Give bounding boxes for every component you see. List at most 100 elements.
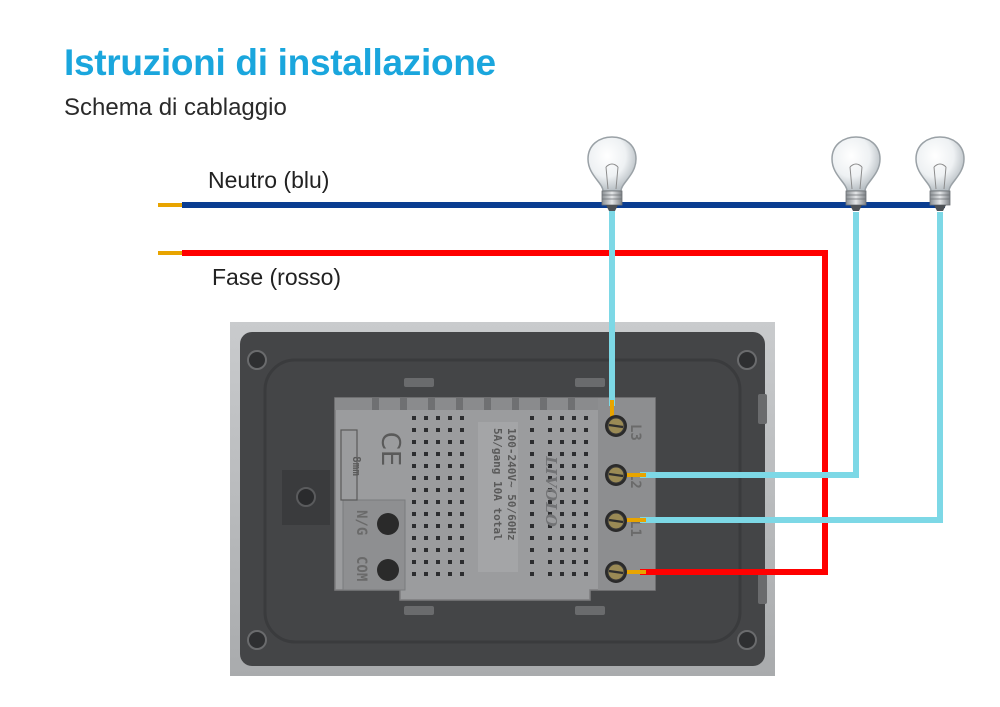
screw-terminal-icon — [603, 559, 629, 585]
screw-terminal-icon — [603, 508, 629, 534]
light-bulb-icon — [915, 136, 965, 212]
vent-hole — [572, 428, 576, 432]
vent-hole — [448, 500, 452, 504]
vent-hole — [584, 560, 588, 564]
light-bulb-icon — [587, 136, 637, 212]
terminal-label-l1: L1 — [627, 520, 643, 537]
vent-hole — [412, 452, 416, 456]
vent-hole — [548, 488, 552, 492]
ce-mark: CE — [375, 432, 405, 467]
vent-hole — [572, 572, 576, 576]
vent-hole — [436, 416, 440, 420]
vent-hole — [448, 416, 452, 420]
vent-hole — [560, 452, 564, 456]
phase-wire-label: Fase (rosso) — [212, 264, 341, 290]
vent-hole — [572, 548, 576, 552]
brand-logo: LIVOLO — [542, 455, 560, 528]
vent-hole — [412, 572, 416, 576]
ce-mark-icon: CE — [375, 432, 405, 467]
vent-hole — [530, 524, 534, 528]
strip-gauge-label: 8mm — [350, 456, 363, 476]
vent-hole — [584, 416, 588, 420]
vent-hole — [424, 428, 428, 432]
vent-hole — [436, 428, 440, 432]
vent-hole — [560, 524, 564, 528]
vent-hole — [572, 440, 576, 444]
vent-hole — [572, 488, 576, 492]
vent-hole — [584, 524, 588, 528]
vent-hole — [460, 440, 464, 444]
vent-hole — [530, 464, 534, 468]
vent-hole — [530, 500, 534, 504]
vent-hole — [460, 488, 464, 492]
vent-hole — [548, 548, 552, 552]
vent-hole — [460, 476, 464, 480]
vent-hole — [412, 488, 416, 492]
vent-hole — [436, 500, 440, 504]
vent-hole — [530, 572, 534, 576]
vent-hole — [436, 488, 440, 492]
vent-hole — [530, 440, 534, 444]
vent-hole — [424, 476, 428, 480]
vent-hole — [560, 428, 564, 432]
light-bulb-icon — [831, 136, 881, 212]
vent-hole — [584, 428, 588, 432]
vent-hole — [584, 440, 588, 444]
vent-hole — [424, 560, 428, 564]
vent-hole — [584, 464, 588, 468]
vent-hole — [412, 464, 416, 468]
terminal-label-l3: L3 — [627, 424, 643, 441]
vent-hole — [436, 452, 440, 456]
vent-hole — [436, 476, 440, 480]
vent-hole — [460, 428, 464, 432]
vent-hole — [412, 536, 416, 540]
vent-hole — [584, 572, 588, 576]
vent-hole — [448, 488, 452, 492]
vent-hole — [424, 440, 428, 444]
rating-line-2: 5A/gang 10A total — [491, 428, 504, 541]
vent-hole — [424, 488, 428, 492]
vent-hole — [584, 548, 588, 552]
vent-hole — [424, 548, 428, 552]
vent-hole — [436, 572, 440, 576]
vent-hole — [548, 464, 552, 468]
vent-hole — [530, 488, 534, 492]
vent-hole — [530, 416, 534, 420]
vent-hole — [548, 440, 552, 444]
vent-hole — [560, 464, 564, 468]
vent-hole — [530, 560, 534, 564]
vent-hole — [412, 476, 416, 480]
vent-hole — [572, 452, 576, 456]
vent-hole — [584, 536, 588, 540]
vent-hole — [424, 536, 428, 540]
vent-hole — [560, 440, 564, 444]
vent-hole — [530, 512, 534, 516]
vent-hole — [584, 512, 588, 516]
vent-hole — [448, 452, 452, 456]
vent-hole — [412, 560, 416, 564]
vent-hole — [548, 416, 552, 420]
vent-hole — [460, 548, 464, 552]
vent-hole — [460, 572, 464, 576]
vent-hole — [412, 500, 416, 504]
screw-terminal-icon — [603, 413, 629, 439]
vent-hole — [560, 488, 564, 492]
vent-hole — [530, 536, 534, 540]
vent-hole — [424, 416, 428, 420]
vent-hole — [530, 428, 534, 432]
vent-hole — [548, 452, 552, 456]
vent-hole — [572, 476, 576, 480]
vent-hole — [584, 452, 588, 456]
vent-hole — [448, 560, 452, 564]
vent-hole — [412, 416, 416, 420]
vent-hole — [412, 548, 416, 552]
vent-hole — [436, 524, 440, 528]
vent-hole — [530, 476, 534, 480]
vent-hole — [572, 560, 576, 564]
vent-hole — [560, 548, 564, 552]
phase-wire — [182, 250, 828, 575]
vent-hole — [584, 500, 588, 504]
vent-hole — [424, 452, 428, 456]
vent-hole — [448, 440, 452, 444]
vent-hole — [460, 524, 464, 528]
